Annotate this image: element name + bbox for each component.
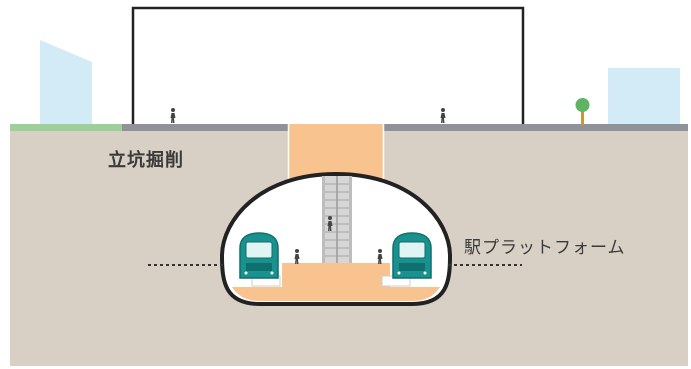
escalator-icon <box>322 176 352 263</box>
pedestrian-icon <box>440 108 446 123</box>
grass-strip <box>10 124 122 131</box>
pedestrian-icon <box>377 249 383 264</box>
road-surface-right <box>384 124 688 131</box>
train-icon <box>239 232 281 287</box>
pedestrian-icon <box>327 216 333 231</box>
pedestrian-icon <box>294 249 300 264</box>
tree-icon <box>575 98 590 125</box>
station-platform-label: 駅プラットフォーム <box>464 238 626 258</box>
shaft-excavation-label: 立坑掘削 <box>108 150 184 171</box>
background-building-right <box>608 68 680 124</box>
pedestrian-icon <box>170 108 176 123</box>
road-surface-left <box>122 124 288 131</box>
background-building-left <box>40 40 92 124</box>
main-building-outline <box>131 6 525 124</box>
platform-area <box>232 263 440 301</box>
train-icon <box>381 232 432 287</box>
